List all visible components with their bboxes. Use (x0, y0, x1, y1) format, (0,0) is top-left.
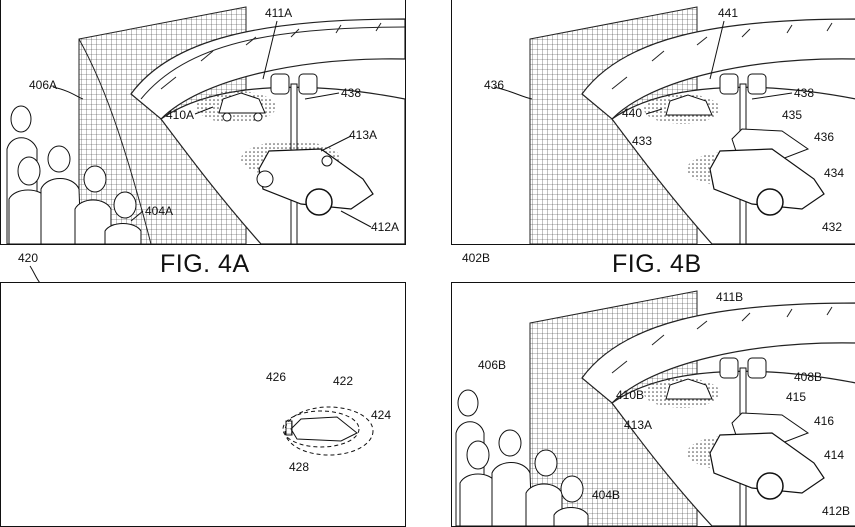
bottom-car-icon (241, 141, 374, 216)
label-435: 435 (782, 108, 803, 122)
label-436: 436 (484, 78, 505, 92)
label-426: 426 (266, 370, 287, 384)
label-432: 432 (822, 220, 843, 234)
label-404b: 404B (592, 488, 621, 502)
label-422: 422 (333, 374, 354, 388)
label-411b: 411B (716, 290, 744, 304)
label-406b: 406B (478, 358, 507, 372)
label-412a: 412A (371, 220, 400, 234)
label-424: 424 (371, 408, 392, 422)
figure-4d-panel: 411B 406B 410B 408B 415 416 413A 414 404… (451, 282, 855, 527)
label-404a: 404A (145, 204, 174, 218)
top-car-icon (196, 91, 276, 123)
label-402b: 402B (462, 251, 491, 265)
label-410a: 410A (166, 108, 195, 122)
figure-4a-drawing (6, 6, 405, 244)
label-434: 434 (824, 166, 845, 180)
label-441: 441 (718, 6, 739, 20)
label-420: 420 (18, 251, 39, 265)
label-433: 433 (632, 134, 653, 148)
figure-4b-drawing (529, 6, 855, 244)
audience-icon (6, 105, 142, 244)
label-412b: 412B (822, 504, 851, 518)
label-413a-d: 413A (624, 418, 653, 432)
figure-4d-drawing (455, 290, 855, 526)
figure-4a-caption: FIG. 4A (160, 250, 250, 278)
label-414: 414 (824, 448, 845, 462)
figure-4c-drawing (282, 406, 374, 456)
label-436b: 436 (814, 130, 835, 144)
label-411a: 411A (265, 6, 293, 20)
label-438b: 438 (794, 86, 815, 100)
label-428: 428 (289, 460, 310, 474)
label-415: 415 (786, 390, 807, 404)
label-410b: 410B (616, 388, 645, 402)
label-416: 416 (814, 414, 835, 428)
figure-4b-panel: 436 441 438 440 435 436 433 434 432 (451, 0, 855, 245)
figure-4b-caption: FIG. 4B (612, 250, 702, 278)
label-406a: 406A (29, 78, 58, 92)
label-413a: 413A (349, 128, 378, 142)
label-438: 438 (341, 86, 362, 100)
figure-4a-panel: 406A 411A 410A 438 413A 412A 404A (0, 0, 406, 245)
label-440: 440 (622, 106, 643, 120)
figure-4c-panel: 426 422 424 428 (0, 282, 406, 527)
label-408b: 408B (794, 370, 823, 384)
